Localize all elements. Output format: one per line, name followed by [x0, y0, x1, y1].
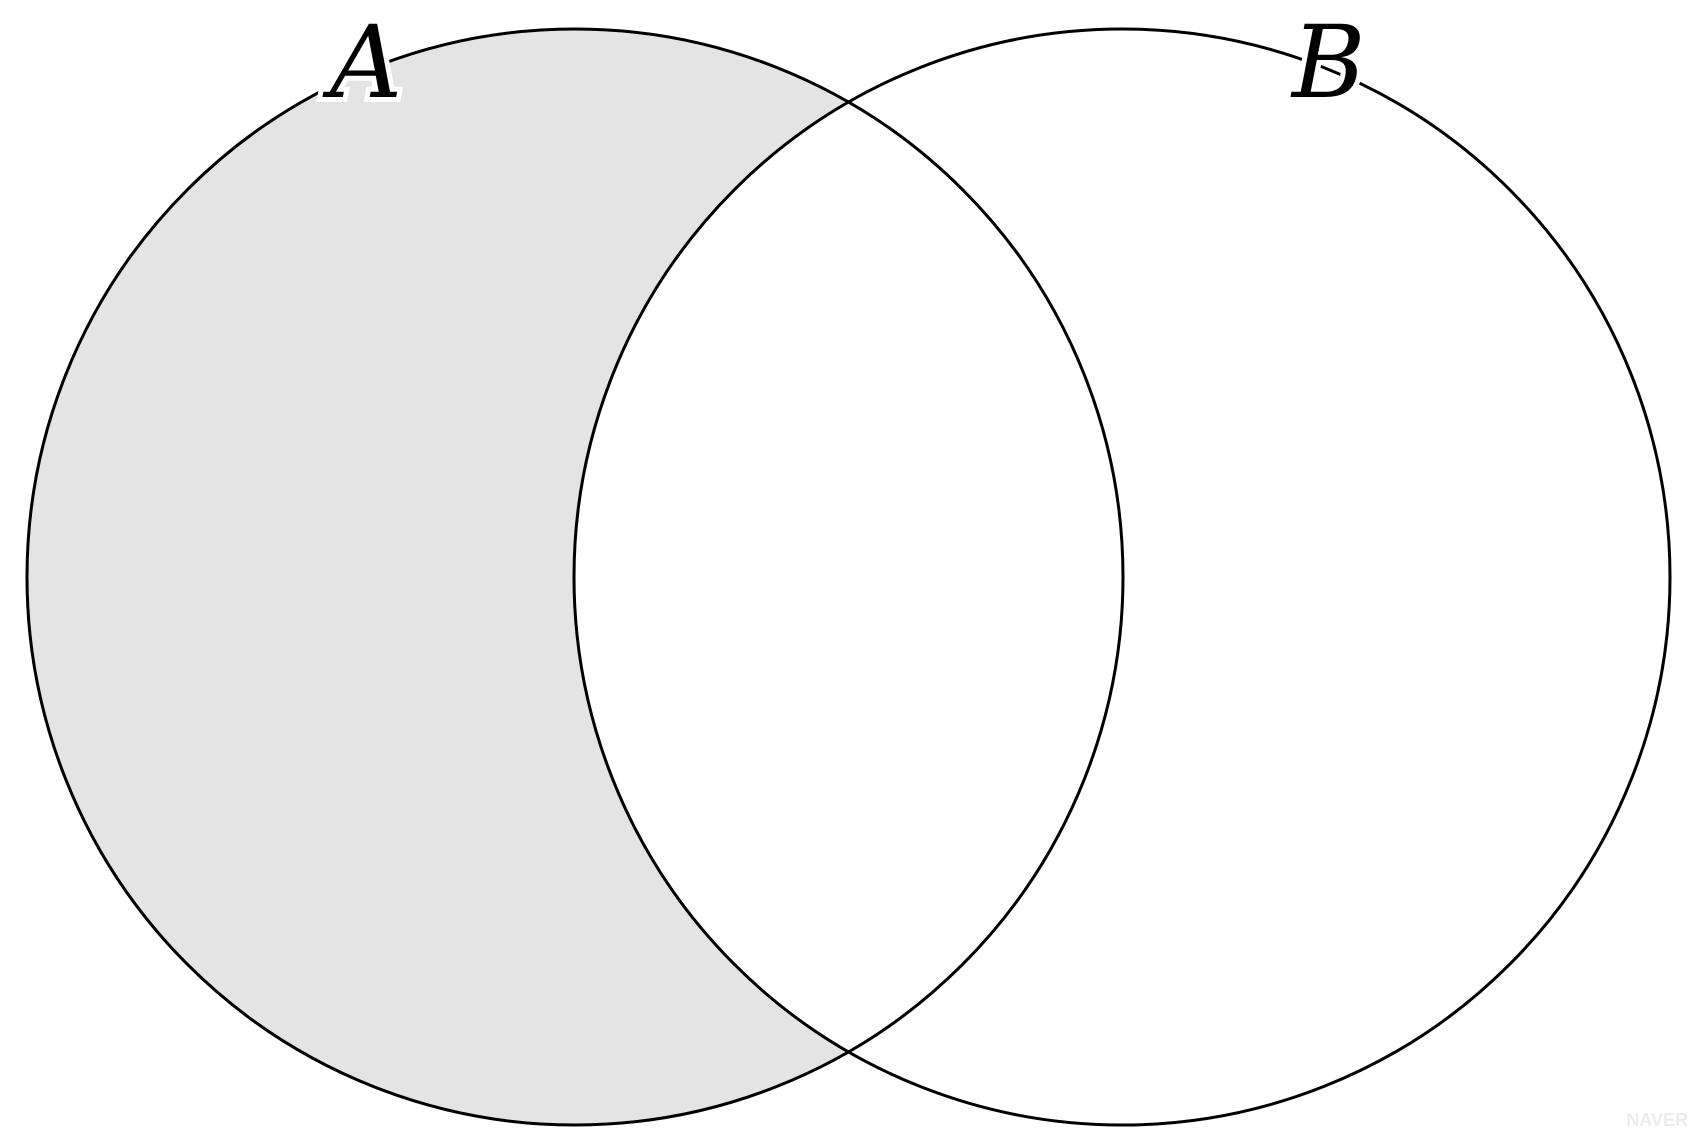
watermark-logo: NAVER	[1626, 1110, 1688, 1130]
circle-a	[25, 27, 1125, 1127]
set-label-a: A	[322, 4, 402, 121]
set-label-b: B	[1290, 4, 1366, 121]
circle-b	[572, 27, 1672, 1127]
